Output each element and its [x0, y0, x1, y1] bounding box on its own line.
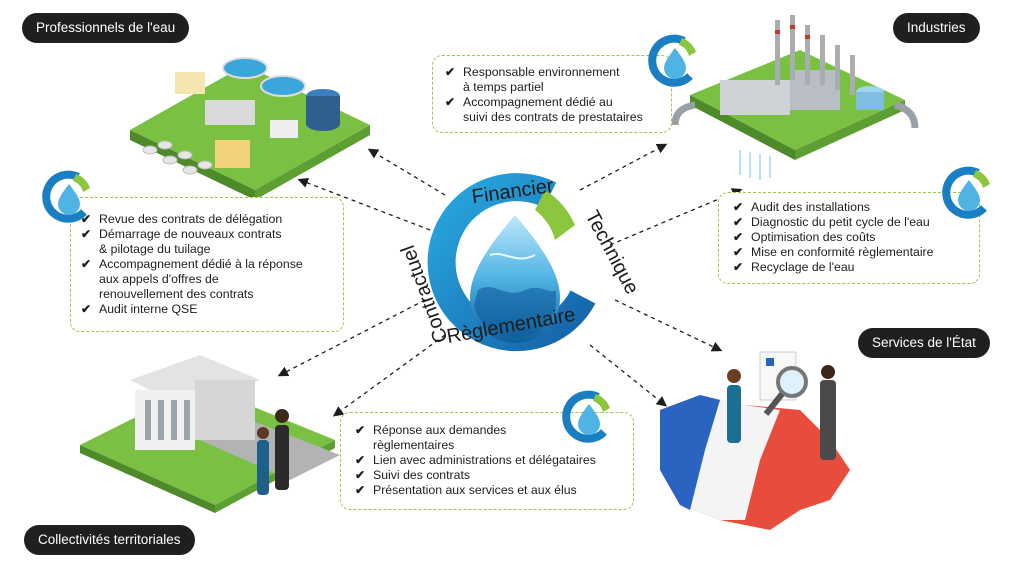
list-item: ✔Recyclage de l'eau [733, 260, 855, 274]
services-box-professionnels: ✔Revue des contrats de délégation ✔Démar… [70, 197, 344, 332]
brand-logo-icon [562, 390, 610, 443]
connector-arrows [277, 143, 743, 417]
check-icon: ✔ [733, 230, 744, 244]
label-technique: Technique [581, 207, 643, 298]
check-icon: ✔ [81, 212, 92, 226]
list-item: ✔Audit des installations [733, 200, 870, 214]
list-item-continued: suivi des contrats de prestataires [463, 110, 643, 124]
list-item: ✔Accompagnement dédié à la réponse [81, 257, 303, 271]
label-reglementaire: Règlementaire [445, 304, 577, 348]
list-item: ✔Présentation aux services et aux élus [355, 483, 577, 497]
list-item-continued: à temps partiel [463, 80, 544, 94]
check-icon: ✔ [355, 468, 366, 482]
check-icon: ✔ [445, 65, 456, 79]
brand-logo-icon [42, 170, 90, 223]
list-item-continued: aux appels d'offres de [99, 272, 219, 286]
category-pill-professionnels: Professionnels de l'eau [22, 13, 190, 43]
list-item: ✔Diagnostic du petit cycle de l'eau [733, 215, 930, 229]
check-icon: ✔ [355, 423, 366, 437]
brand-logo-icon [942, 166, 990, 219]
list-item: ✔Optimisation des coûts [733, 230, 876, 244]
check-icon: ✔ [81, 227, 92, 241]
brand-logo-icon [648, 34, 696, 87]
check-icon: ✔ [81, 257, 92, 271]
list-item: ✔Audit interne QSE [81, 302, 198, 316]
category-label: Collectivités territoriales [38, 532, 181, 547]
label-contractuel: Contractuel [397, 242, 453, 346]
central-logo [427, 173, 596, 352]
list-item: ✔Responsable environnement [445, 65, 620, 79]
category-label: Services de l'État [872, 335, 976, 350]
list-item: ✔Mise en conformité règlementaire [733, 245, 934, 259]
water-treatment-illustration [130, 57, 370, 200]
list-item-continued: renouvellement des contrats [99, 287, 254, 301]
list-item: ✔Réponse aux demandes [355, 423, 507, 437]
category-label: Industries [907, 20, 966, 35]
list-item: ✔Revue des contrats de délégation [81, 212, 283, 226]
list-item-continued: règlementaires [373, 438, 455, 452]
france-map-illustration [660, 351, 850, 530]
category-pill-collectivites: Collectivités territoriales [24, 525, 195, 555]
check-icon: ✔ [733, 260, 744, 274]
category-pill-industries: Industries [893, 13, 980, 43]
check-icon: ✔ [445, 95, 456, 109]
town-hall-illustration [80, 355, 340, 513]
services-box-collectivites: ✔Réponse aux demandes règlementaires ✔Li… [340, 412, 634, 510]
list-item: ✔Démarrage de nouveaux contrats [81, 227, 282, 241]
check-icon: ✔ [733, 245, 744, 259]
list-item-continued: & pilotage du tuilage [99, 242, 211, 256]
check-icon: ✔ [81, 302, 92, 316]
check-icon: ✔ [733, 200, 744, 214]
category-pill-etat: Services de l'État [858, 328, 990, 358]
check-icon: ✔ [733, 215, 744, 229]
industry-illustration [671, 15, 919, 180]
services-box-industries: ✔Audit des installations ✔Diagnostic du … [718, 192, 980, 284]
check-icon: ✔ [355, 453, 366, 467]
list-item: ✔Accompagnement dédié au [445, 95, 613, 109]
services-box-industries-top: ✔Responsable environnement à temps parti… [432, 55, 672, 133]
list-item: ✔Lien avec administrations et délégatair… [355, 453, 596, 467]
list-item: ✔Suivi des contrats [355, 468, 471, 482]
check-icon: ✔ [355, 483, 366, 497]
people-figures [257, 409, 289, 495]
label-financier: Financier [470, 175, 555, 208]
category-label: Professionnels de l'eau [36, 20, 176, 35]
